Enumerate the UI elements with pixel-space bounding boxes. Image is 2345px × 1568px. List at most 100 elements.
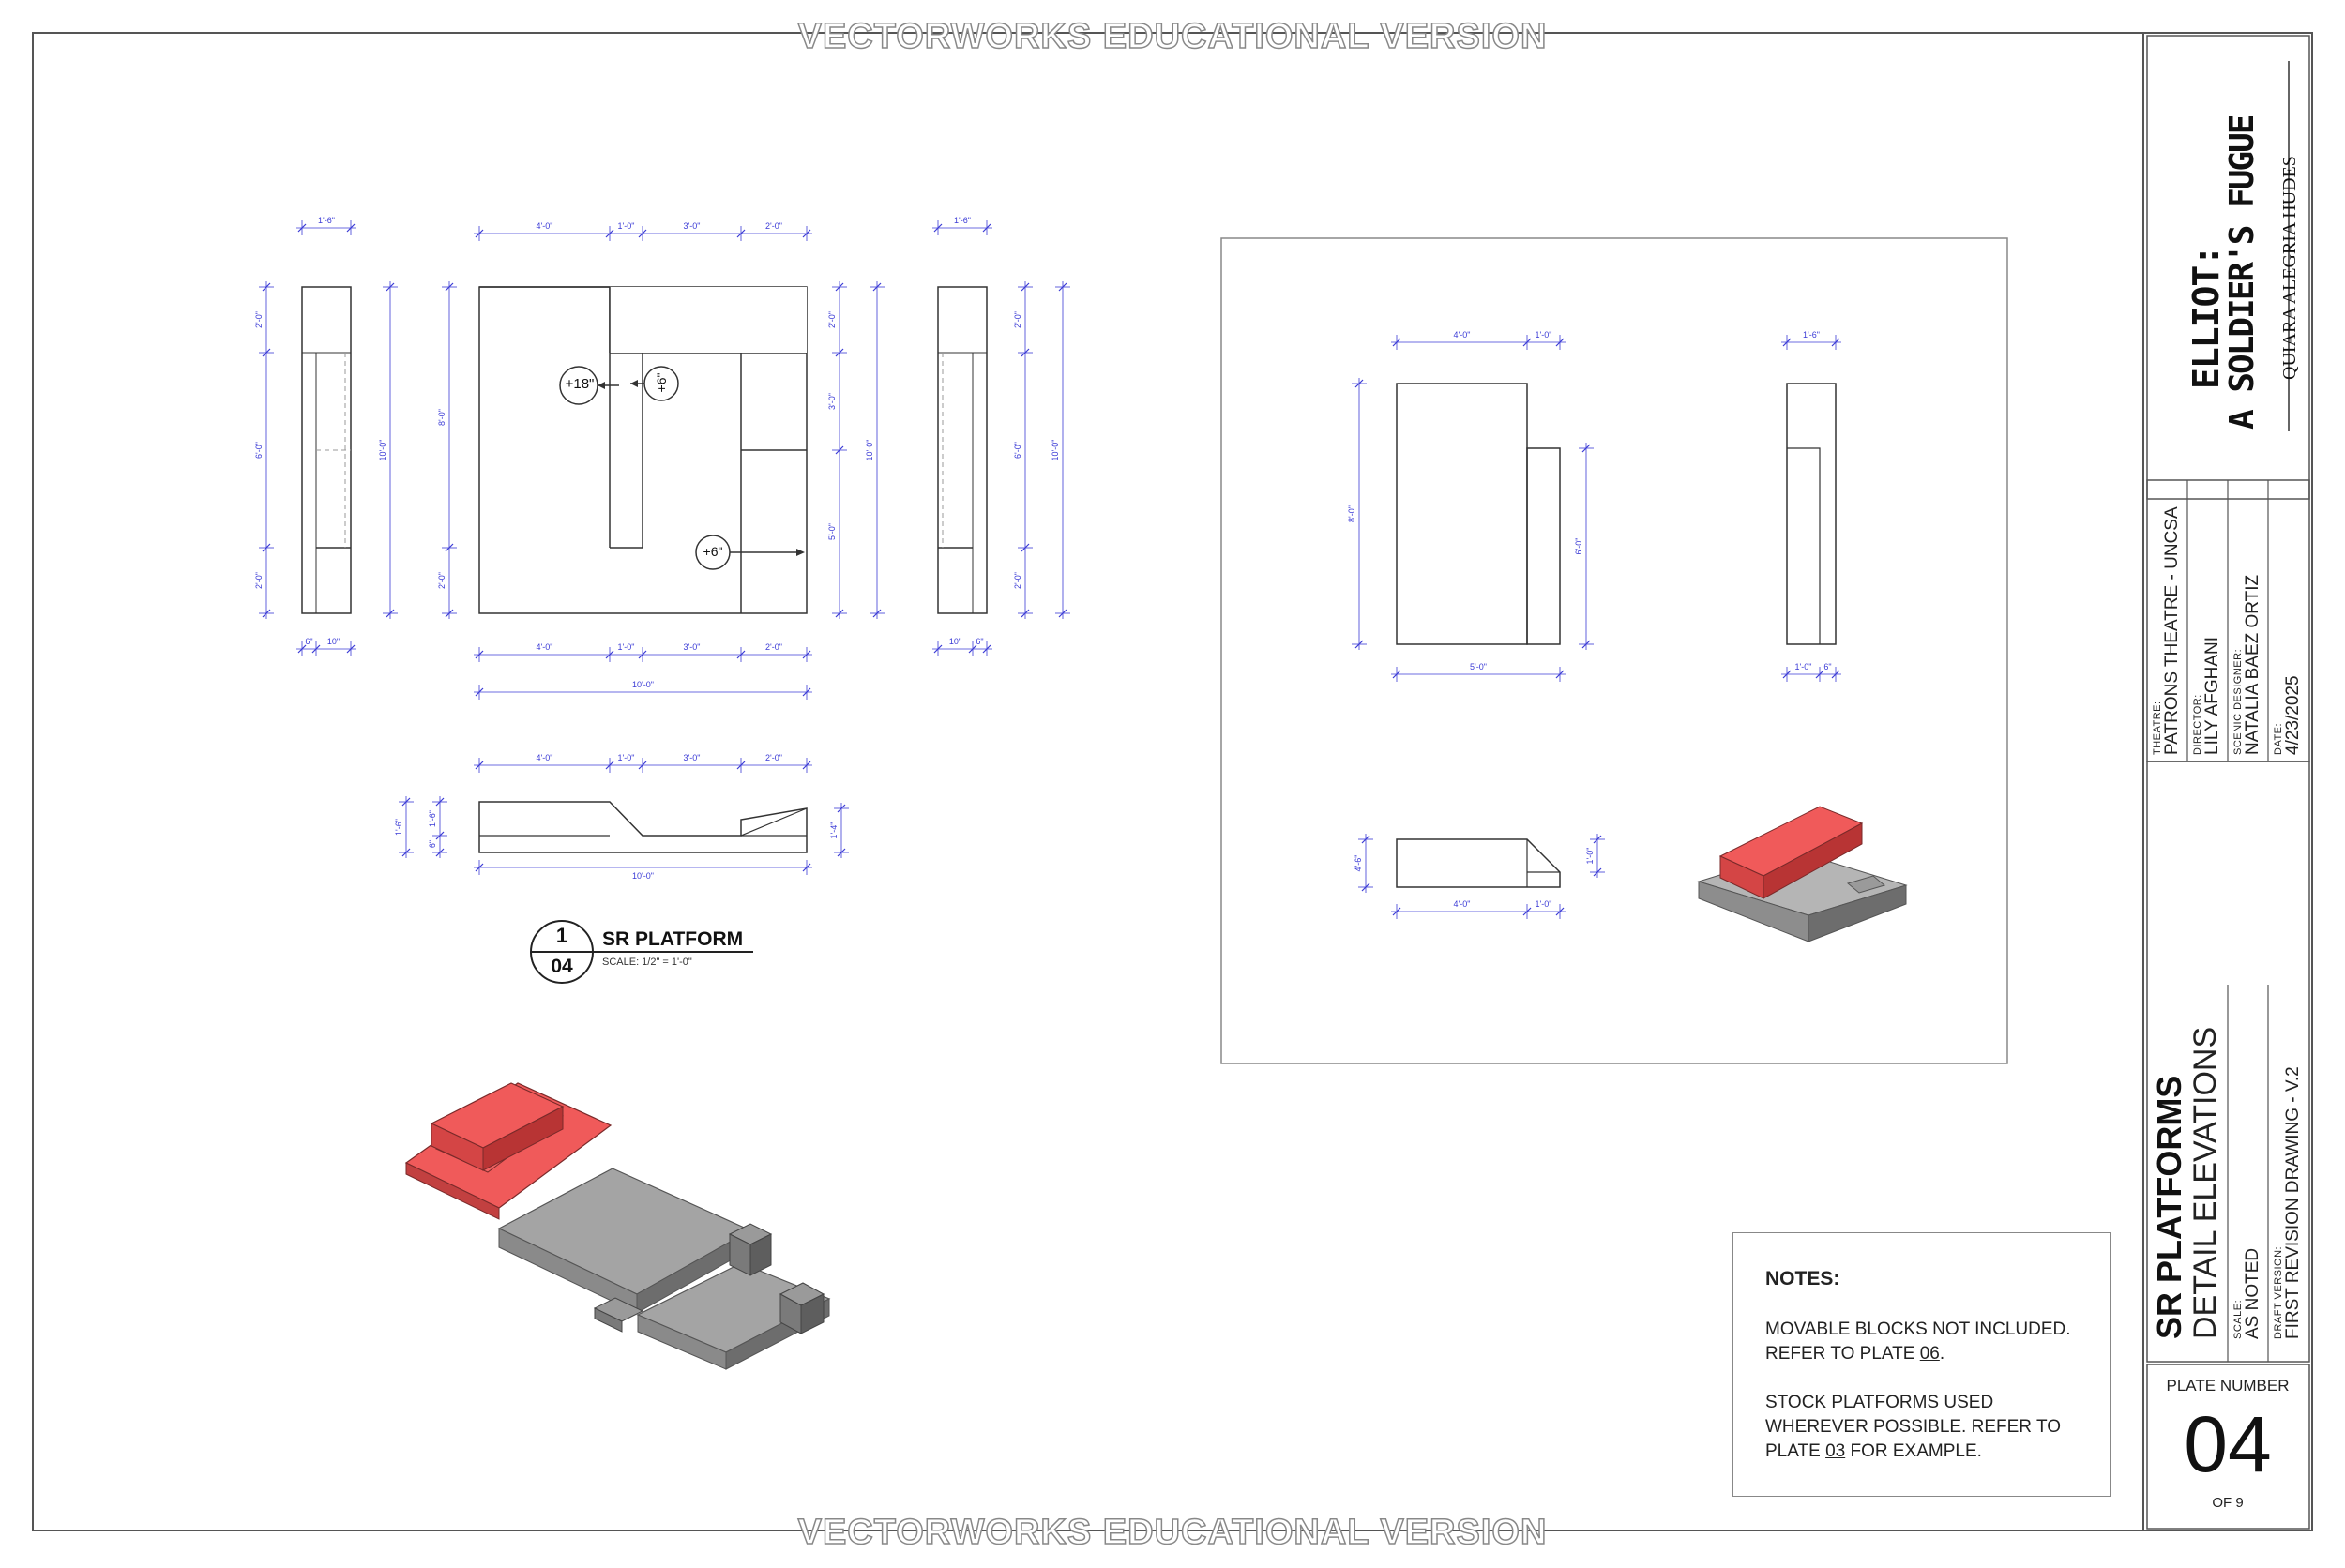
play-title-line1: ELLIOT: [2186,245,2227,389]
dimension-label: 1'-0" [1585,848,1595,865]
height-tag-18-label: +18" [565,376,595,392]
dimension-label: 2'-0" [827,311,837,328]
drawing-label-bubble [530,920,753,984]
dimension-line [386,282,395,292]
dimension-line [445,609,454,618]
dimension-line [435,797,445,807]
dimension-line [802,687,811,697]
watermark-top: VECTORWORKS EDUCATIONAL VERSION [797,16,1548,57]
dimension-label: 2'-0" [1013,311,1022,328]
dimension-label: 4'-6" [1354,855,1363,872]
dimension-label: 4'-0" [537,753,553,762]
dimension-line [1392,338,1401,347]
dimension-line [605,761,614,770]
dimension-line [311,644,321,654]
dimension-line [1593,835,1602,844]
dimension-line [872,282,882,292]
dimension-line [1058,282,1067,292]
dimension-label: 2'-0" [254,311,264,328]
dimension-line [736,761,746,770]
dimension-label: 5'-0" [1470,662,1487,671]
dimension-line [1782,670,1792,679]
dimension-line [475,650,484,659]
dimension-label: 4'-0" [1454,899,1471,909]
left-side-elevation [301,286,352,614]
height-tag-6-lower-label: +6" [703,544,723,559]
dimension-label: 6" [305,637,312,646]
version-value: FIRST REVISION DRAWING - V.2 [2283,1066,2303,1339]
dimension-line [638,761,647,770]
dimension-label: 1'-0" [1536,330,1552,339]
dimension-label: 2'-0" [1013,572,1022,589]
dimension-label: 2'-0" [765,753,782,762]
note-1: MOVABLE BLOCKS NOT INCLUDED. REFER TO PL… [1765,1318,2079,1366]
front-elevation [478,801,808,853]
dimension-label: 2'-0" [254,572,264,589]
dimension-line [835,445,844,455]
dimension-line [605,229,614,238]
dimension-label: 10" [327,637,340,646]
dimension-label: 3'-0" [684,221,701,231]
inset-isometric-view [1697,806,1908,942]
dimension-label: 1'-0" [1795,662,1812,671]
note-2-plate-ref[interactable]: 03 [1825,1441,1846,1461]
inset-block-side [1786,383,1837,645]
dimension-line [262,609,271,618]
dimension-label: 10'-0" [632,871,654,881]
dimension-label: 6" [428,840,437,848]
note-1-plate-ref[interactable]: 06 [1919,1344,1940,1364]
dimension-line [835,282,844,292]
dimension-line [1581,444,1591,453]
dimension-line [835,348,844,357]
dimension-label: 4'-0" [537,221,553,231]
inset-block-plan [1396,383,1561,645]
dimension-line [1021,609,1030,618]
dimension-line [933,223,943,233]
dimension-line [475,863,484,872]
dimension-label: 10" [949,637,961,646]
dimension-label: 10'-0" [378,440,387,461]
dimension-label: 3'-0" [827,393,837,410]
height-tag-18 [559,366,619,405]
dimension-line [401,848,411,857]
dimension-label: 10'-0" [632,680,654,689]
dimension-line [1354,640,1364,649]
dimension-label: 1'-6" [1803,330,1820,339]
dimension-line [262,282,271,292]
plate-number-label: PLATE NUMBER [2166,1377,2290,1395]
dimension-line [475,229,484,238]
dimension-label: 2'-0" [437,572,446,589]
dimension-line [872,609,882,618]
dimension-line [297,644,307,654]
drawing-scale: SCALE: 1/2" = 1'-0" [602,957,692,968]
dimension-line [1555,670,1565,679]
theatre-value: PATRONS THEATRE - UNCSA [2162,506,2182,755]
dimension-label: 1'-0" [618,753,635,762]
dimension-line [1581,640,1591,649]
dimension-line [346,644,356,654]
dimension-label: 4'-0" [537,642,553,652]
dimension-line [1593,867,1602,877]
dimension-line [638,229,647,238]
dimension-line [837,848,846,857]
plate-of-total: OF 9 [2212,1495,2244,1511]
dimension-line [736,650,746,659]
dimension-label: 6" [976,637,983,646]
notes-heading: NOTES: [1765,1268,1840,1289]
drawing-number: 1 [555,924,568,947]
height-tag-6-upper-label: +6" [654,372,669,393]
right-side-elevation [937,286,988,614]
dimension-line [262,543,271,552]
dimension-line [435,848,445,857]
dimension-label: 8'-0" [1347,505,1356,522]
sheet-title: SR PLATFORMS [2150,1075,2188,1339]
dimension-line [1522,907,1532,916]
dimension-label: 4'-0" [1454,330,1471,339]
drawing-title: SR PLATFORM [602,928,744,950]
dimension-label: 2'-0" [765,221,782,231]
dimension-line [445,282,454,292]
dimension-line [1555,338,1565,347]
watermark-bottom: VECTORWORKS EDUCATIONAL VERSION [797,1512,1548,1553]
